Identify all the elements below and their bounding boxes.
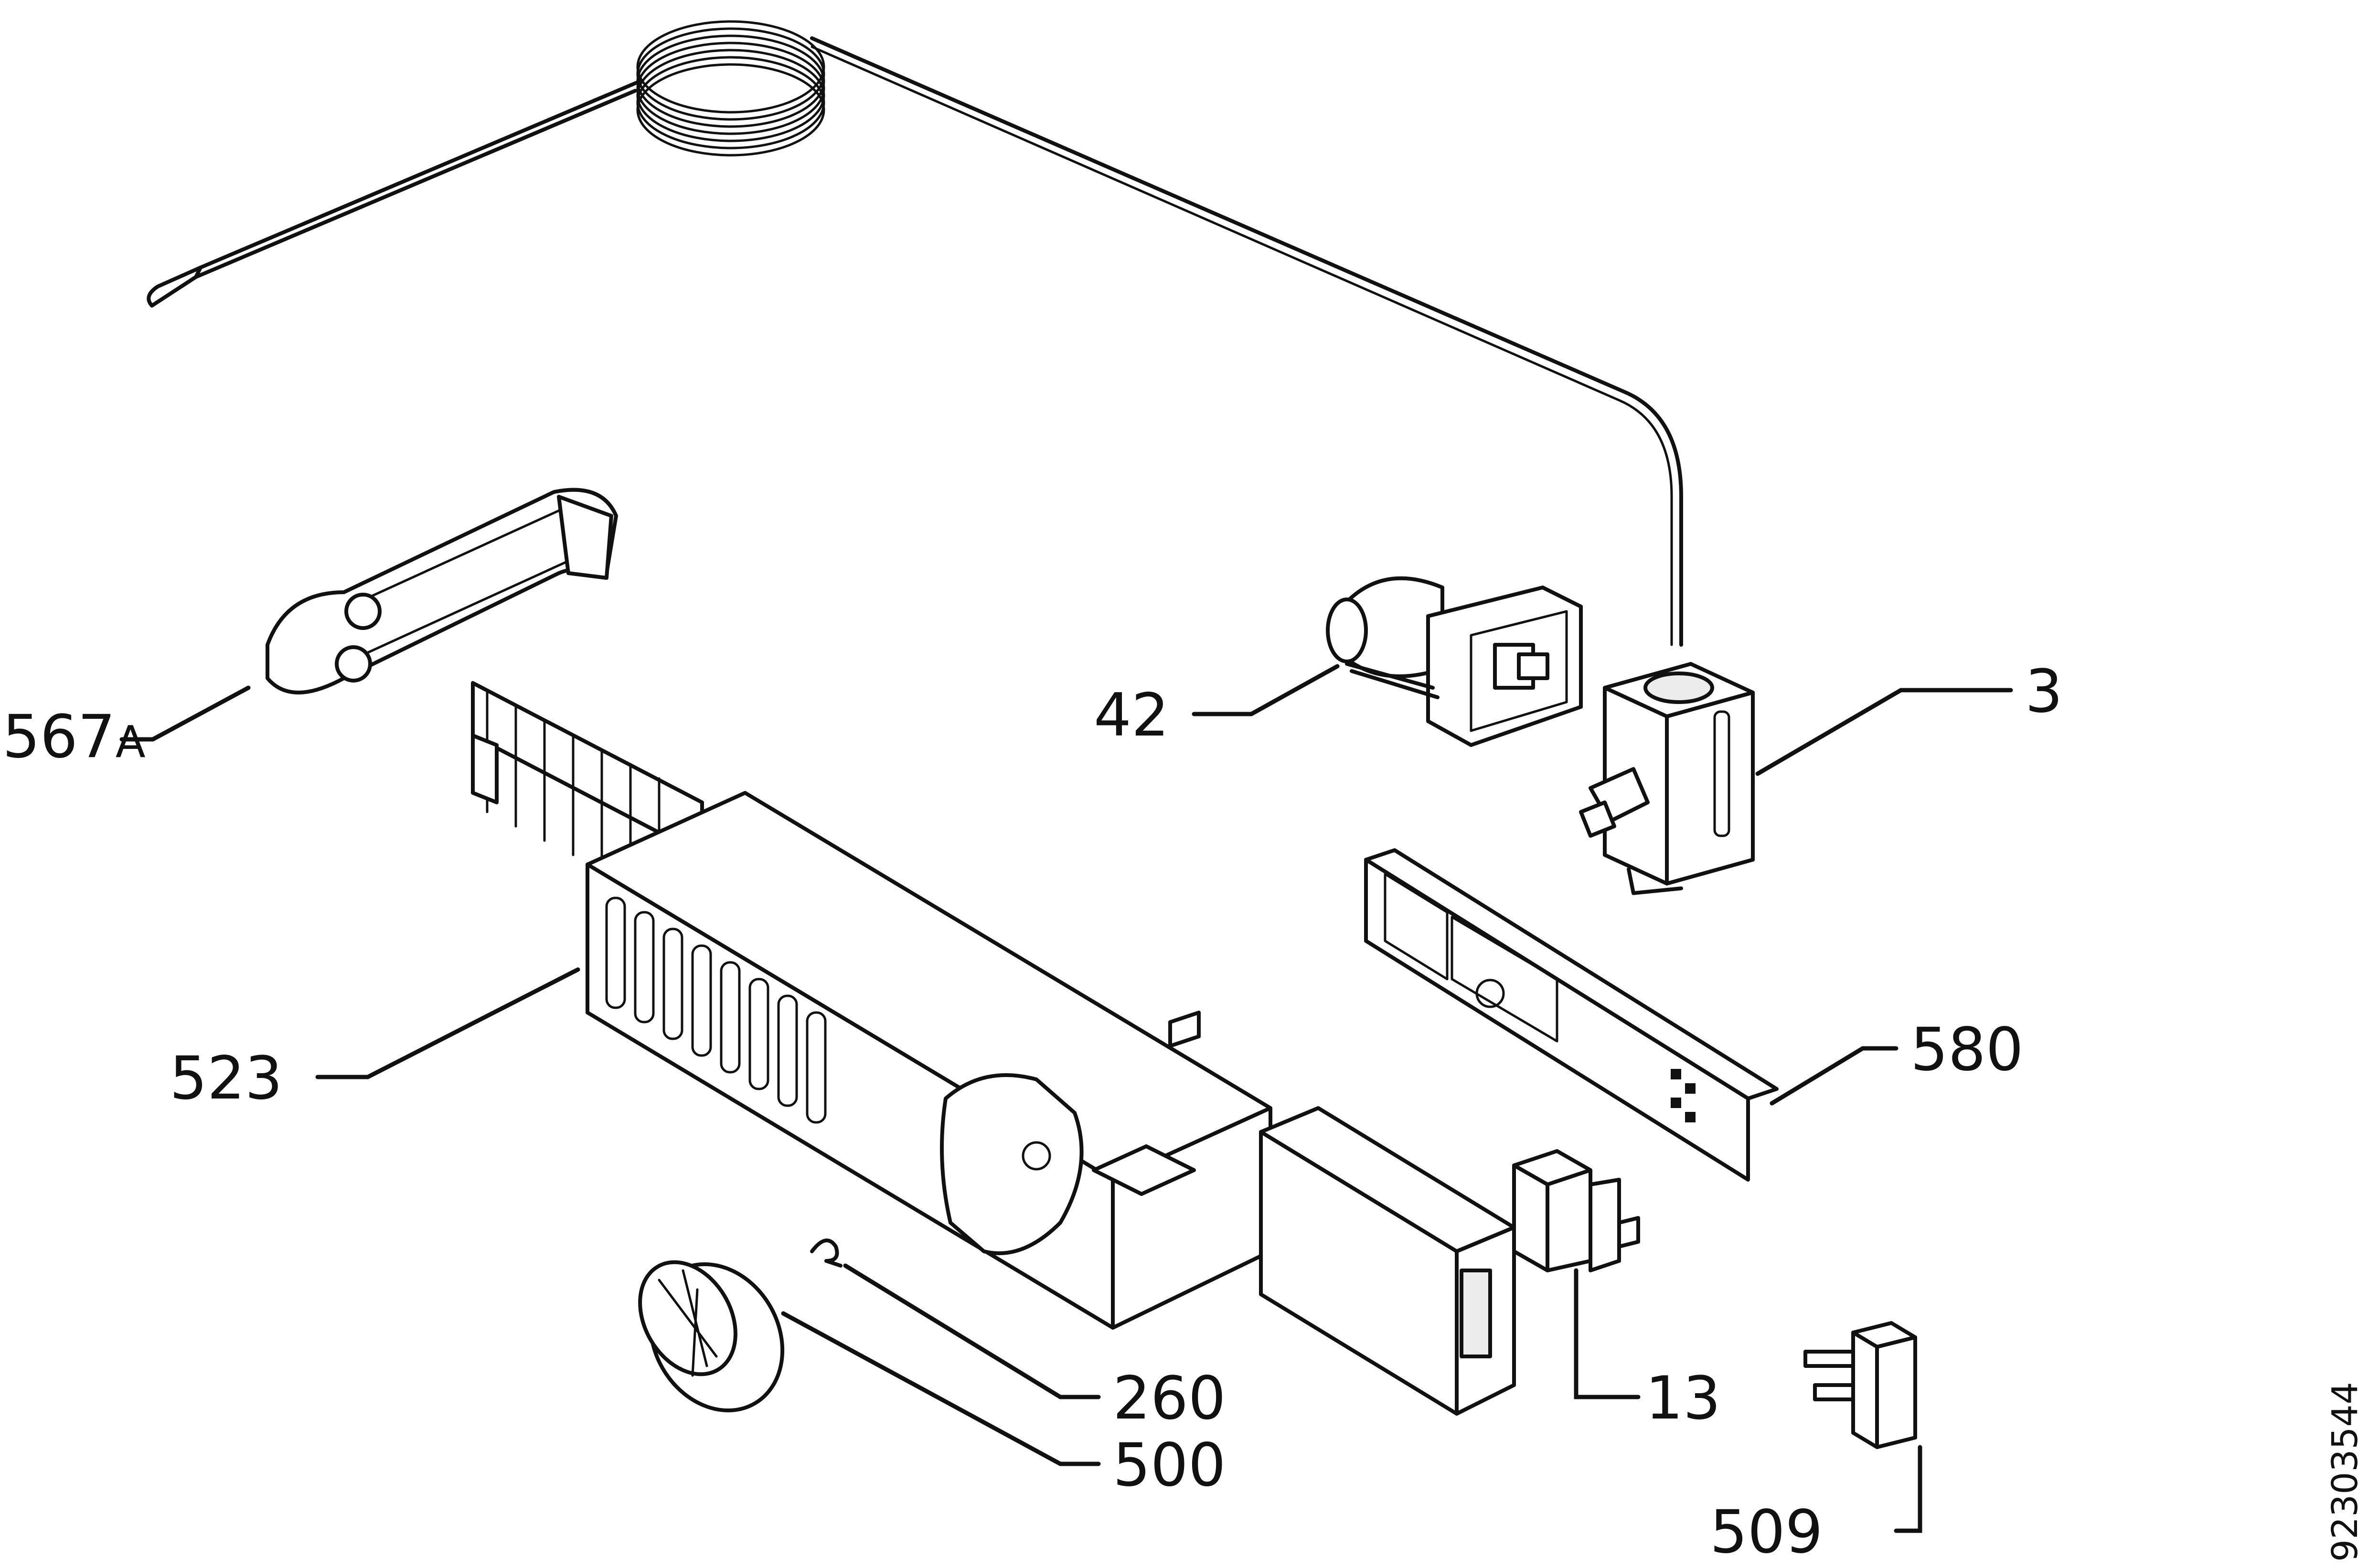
leader-260 [843,1263,1101,1399]
leader-509 [1894,1445,1922,1533]
callout-509: 509 [1710,1498,1823,1567]
part-500-knob [638,1260,785,1413]
leader-42 [1192,664,1340,716]
callout-580: 580 [1910,1015,2024,1084]
part-3-thermostat [1579,662,1755,895]
part-580-board [1364,848,1779,1182]
document-number: 92303544 [2325,1382,2366,1562]
leader-lines [119,664,2013,1533]
leader-567a [119,685,251,742]
leader-500 [781,1311,1101,1466]
leader-523 [315,967,580,1079]
part-260-clip [810,1238,843,1268]
capillary-tube [147,20,1683,647]
part-13-switch [1512,1149,1640,1272]
callout-567a: 567A [2,703,146,771]
part-523-housing [471,681,1272,1330]
callout-260: 260 [1113,1364,1226,1433]
leader-13 [1574,1268,1641,1399]
leader-3 [1755,688,2013,776]
callout-500: 500 [1113,1431,1226,1500]
callout-523: 523 [170,1044,283,1113]
callout-42: 42 [1094,681,1169,750]
lamp-cover [1259,1106,1516,1416]
callout-13: 13 [1645,1364,1721,1433]
leader-580 [1770,1046,1899,1106]
part-509-connector [1803,1321,1917,1449]
callout-3: 3 [2025,657,2063,726]
part-42-lamp-holder [1326,576,1583,747]
capillary-probe [147,266,203,308]
capillary-coil [636,20,825,157]
part-567a-bracket [266,488,618,694]
callout-labels: 567A 42 3 523 580 13 260 500 509 9230354… [2,657,2366,1567]
